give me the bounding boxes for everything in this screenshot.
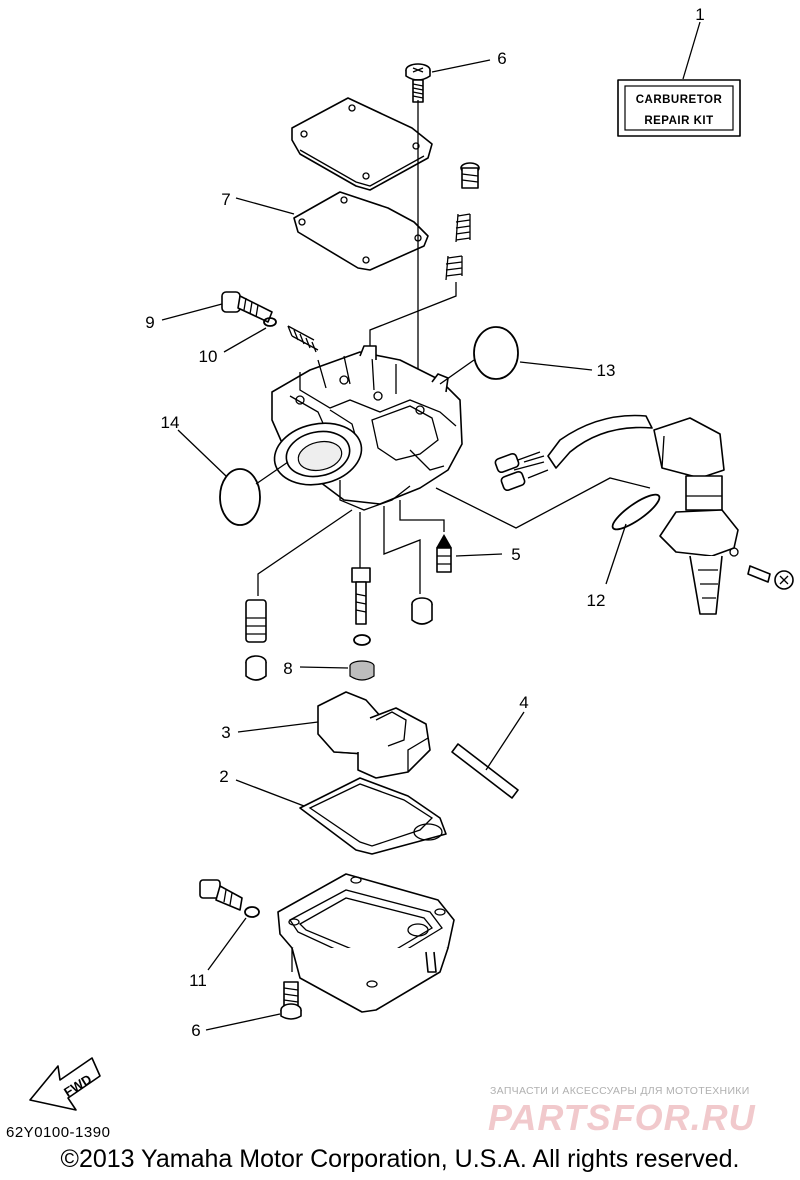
callout-9: 9 [145,313,154,332]
carburetor-body [271,345,463,511]
callout-6-top: 6 [497,49,506,68]
throttle-spring [287,325,319,353]
o-ring-part-13 [473,326,519,380]
leader-line-12 [605,523,627,585]
leader-line-8 [299,666,349,669]
float-part-3 [317,691,431,779]
leader-line-1 [682,21,701,80]
kit-label-line1: CARBURETOR [636,94,723,106]
main-jet [245,655,267,681]
wire-harness [494,414,653,492]
repair-kit-box: CARBURETOR REPAIR KIT [617,79,741,137]
jet-guide-line-3 [383,506,421,594]
callout-1: 1 [695,5,704,24]
washer-part-11 [244,906,260,918]
screw-part-6-top [405,63,431,103]
leader-line-6-bottom [205,1013,281,1031]
main-jet-holder [245,599,267,643]
copyright-notice: ©2013 Yamaha Motor Corporation, U.S.A. A… [60,1145,740,1173]
callout-14: 14 [161,413,180,432]
leader-line-13 [519,361,593,371]
callout-11: 11 [189,971,207,990]
fwd-arrow-icon: FWD [29,1057,101,1111]
callout-7: 7 [221,190,230,209]
drain-screw [199,879,243,911]
spring-upper [455,213,471,243]
callout-3: 3 [221,723,230,742]
small-o-ring [353,634,371,646]
throttle-stop-screw-part-9 [221,291,273,323]
jet-guide-line-1 [257,509,353,596]
leader-line-6-top [431,59,491,73]
callout-4: 4 [519,693,528,712]
gasket-part-2 [299,777,447,855]
leader-line-5 [455,553,503,557]
cover-plate [291,97,433,191]
callout-6-bottom: 6 [191,1021,200,1040]
o-ring-part-14 [219,468,261,526]
pilot-screw [460,162,480,189]
callout-5: 5 [511,545,520,564]
callout-13: 13 [597,361,616,380]
callout-12: 12 [587,591,606,610]
plug-part-8 [349,660,375,681]
leader-line-4 [485,711,525,771]
pilot-jet [411,597,433,625]
electrothermal-plunger [653,417,739,615]
leader-line-9 [161,303,223,321]
spring-lower [445,255,463,281]
float-pin-part-4 [451,743,519,799]
o-ring-part-12 [611,493,661,531]
screw-plunger [747,565,794,590]
leader-line-14 [177,429,227,477]
document-code: 62Y0100-1390 [6,1124,111,1141]
needle-valve-part-5 [436,534,452,573]
screw-part-6-bottom [280,981,302,1020]
float-chamber [277,873,455,1013]
watermark-tagline: ЗАПЧАСТИ И АКСЕССУАРЫ ДЛЯ МОТОТЕХНИКИ [490,1085,750,1097]
o-ring-part-10 [263,317,277,327]
plunger-assembly-line [435,477,651,529]
leader-line-2 [235,779,305,807]
leader-line-7 [235,197,295,215]
kit-label-line2: REPAIR KIT [644,115,713,127]
callout-10: 10 [199,347,218,366]
callout-8: 8 [283,659,292,678]
callout-2: 2 [219,767,228,786]
leader-line-10 [223,327,267,353]
pilot-assembly-line [369,282,457,354]
gasket-part-7 [293,191,429,271]
leader-line-3 [237,721,319,733]
main-nozzle [351,567,371,625]
leader-line-11 [207,917,247,971]
watermark-logo: PARTSFOR.RU [488,1097,756,1138]
